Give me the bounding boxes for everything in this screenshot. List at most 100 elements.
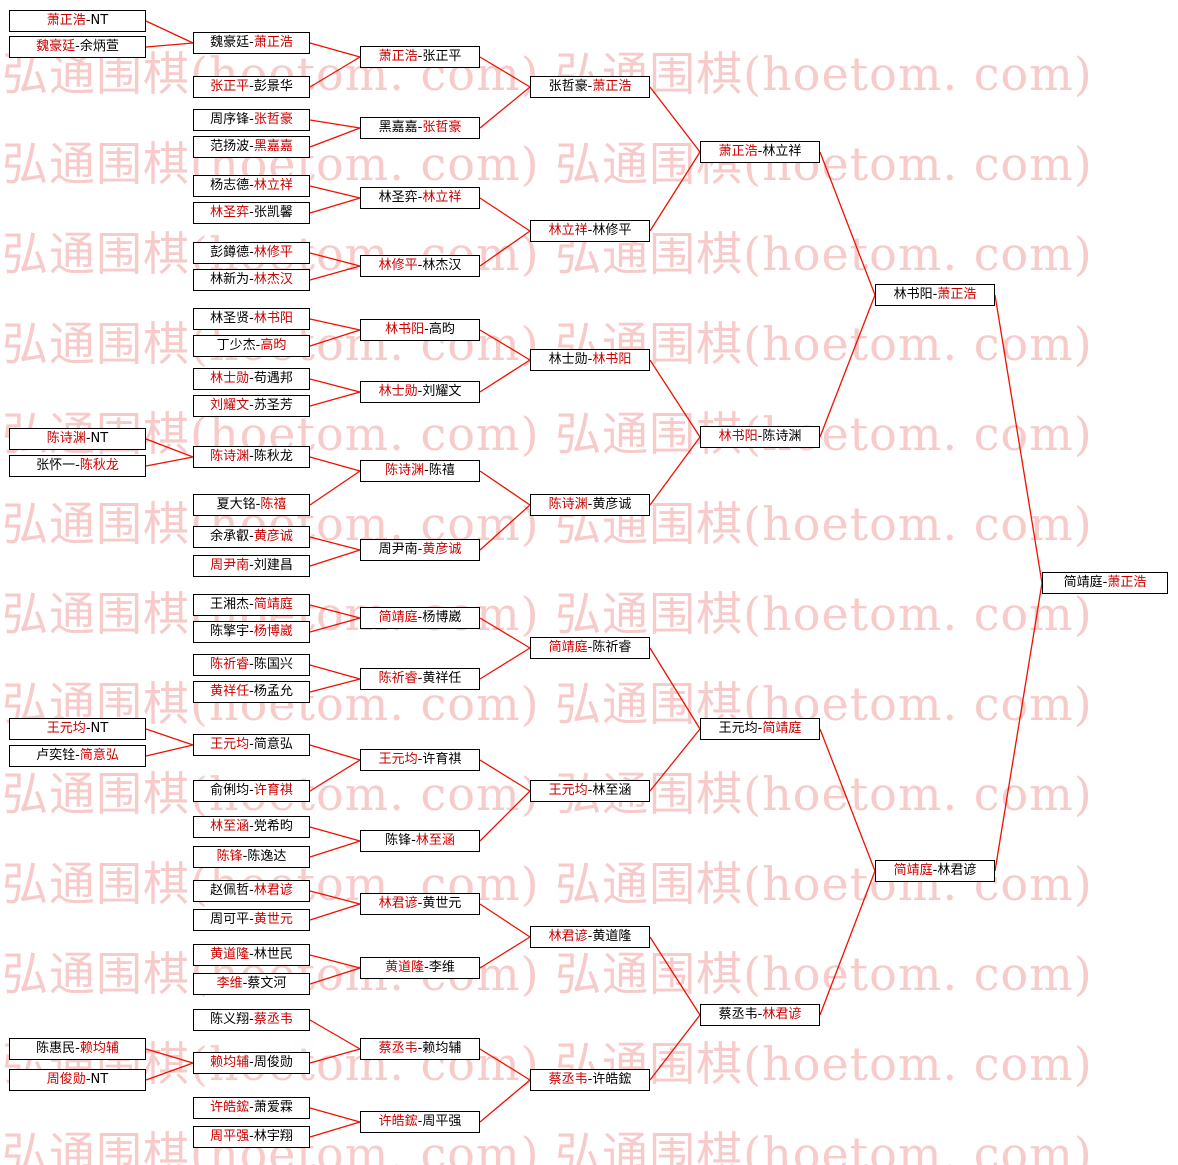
bracket-line — [309, 42, 361, 58]
match-box-b29[interactable]: 陈义翔-蔡丞韦 — [193, 1009, 310, 1031]
match-box-b18[interactable]: 陈擎宇-杨博崴 — [193, 621, 310, 643]
match-box-c12[interactable]: 陈锋-林至涵 — [360, 830, 480, 852]
vs-dash: - — [424, 322, 429, 337]
match-box-b30[interactable]: 赖均辅-周俊勋 — [193, 1052, 310, 1074]
match-box-b22[interactable]: 俞俐均-许育祺 — [193, 780, 310, 802]
match-box-c8[interactable]: 周尹南-黄彦诚 — [360, 539, 480, 561]
match-box-c13[interactable]: 林君谚-黄世元 — [360, 893, 480, 915]
match-box-c3[interactable]: 林圣弈-林立祥 — [360, 187, 480, 209]
match-box-b32[interactable]: 周平强-林宇翔 — [193, 1126, 310, 1148]
match-box-b23[interactable]: 林至涵-党希昀 — [193, 816, 310, 838]
bracket-line — [309, 1019, 361, 1050]
match-box-b15[interactable]: 余承叡-黄彦诚 — [193, 526, 310, 548]
match-box-b4[interactable]: 范扬波-黑嘉嘉 — [193, 136, 310, 158]
match-box-c15[interactable]: 蔡丞韦-赖均辅 — [360, 1038, 480, 1060]
player2-name: 陈国兴 — [253, 657, 293, 672]
match-box-b25[interactable]: 赵佩哲-林君谚 — [193, 880, 310, 902]
match-box-c16[interactable]: 许皓鋐-周平强 — [360, 1111, 480, 1133]
player2-name: 杨孟允 — [253, 684, 293, 699]
match-box-b12[interactable]: 刘耀文-苏圣芳 — [193, 395, 310, 417]
match-box-d3[interactable]: 林士勋-林书阳 — [530, 349, 650, 371]
match-box-b16[interactable]: 周尹南-刘建昌 — [193, 555, 310, 577]
match-box-b17[interactable]: 王湘杰-简靖庭 — [193, 594, 310, 616]
bracket-line — [309, 470, 361, 506]
vs-dash: - — [249, 449, 254, 464]
match-box-b7[interactable]: 彭鐏德-林修平 — [193, 242, 310, 264]
bracket-line — [309, 1121, 361, 1138]
match-box-b19[interactable]: 陈祈睿-陈国兴 — [193, 654, 310, 676]
match-box-c11[interactable]: 王元均-许育祺 — [360, 749, 480, 771]
match-box-d6[interactable]: 王元均-林至涵 — [530, 780, 650, 802]
match-box-e2[interactable]: 林书阳-陈诗渊 — [700, 426, 820, 448]
match-box-a4[interactable]: 张怀一-陈秋龙 — [9, 455, 146, 477]
player2-name: 杨博崴 — [422, 610, 462, 625]
match-box-b20[interactable]: 黄祥任-杨孟允 — [193, 681, 310, 703]
match-box-d4[interactable]: 陈诗渊-黄彦诚 — [530, 494, 650, 516]
match-box-g1[interactable]: 简靖庭-萧正浩 — [1042, 572, 1168, 594]
match-box-b2[interactable]: 张正平-彭景华 — [193, 76, 310, 98]
match-box-b24[interactable]: 陈锋-陈逸达 — [193, 846, 310, 868]
player2-name: 周平强 — [422, 1114, 462, 1129]
match-box-b3[interactable]: 周序锋-张哲豪 — [193, 109, 310, 131]
match-box-c5[interactable]: 林书阳-高昀 — [360, 319, 480, 341]
match-box-b10[interactable]: 丁少杰-高昀 — [193, 335, 310, 357]
match-box-a2[interactable]: 魏豪廷-余炳萱 — [9, 36, 146, 58]
bracket-line — [145, 744, 194, 757]
match-box-d5[interactable]: 简靖庭-陈祈睿 — [530, 637, 650, 659]
player2-name: 杨博崴 — [253, 624, 293, 639]
bracket-line — [479, 617, 531, 649]
player1-name: 丁少杰 — [216, 338, 256, 353]
vs-dash: - — [85, 1072, 91, 1087]
match-box-d1[interactable]: 张哲豪-萧正浩 — [530, 76, 650, 98]
vs-dash: - — [249, 245, 254, 260]
match-box-b13[interactable]: 陈诗渊-陈秋龙 — [193, 446, 310, 468]
match-box-b11[interactable]: 林士勋-苟遇邦 — [193, 368, 310, 390]
match-box-d7[interactable]: 林君谚-黄道隆 — [530, 926, 650, 948]
player2-name: 林修平 — [592, 223, 632, 238]
match-box-c10[interactable]: 陈祈睿-黄祥任 — [360, 668, 480, 690]
player1-name: 张正平 — [210, 79, 250, 94]
match-box-a5[interactable]: 王元均-NT — [9, 718, 146, 740]
match-box-c4[interactable]: 林修平-林杰汉 — [360, 255, 480, 277]
match-box-b9[interactable]: 林圣贤-林书阳 — [193, 308, 310, 330]
match-box-b8[interactable]: 林新为-林杰汉 — [193, 269, 310, 291]
watermark-text: 弘通围棋(hoetom. com) 弘通围棋(hoetom. com) — [2, 1127, 1093, 1165]
match-box-a3[interactable]: 陈诗渊-NT — [9, 428, 146, 450]
match-box-b1[interactable]: 魏豪廷-萧正浩 — [193, 32, 310, 54]
match-box-e4[interactable]: 蔡丞韦-林君谚 — [700, 1004, 820, 1026]
match-box-b14[interactable]: 夏大铭-陈禧 — [193, 494, 310, 516]
vs-dash: - — [249, 311, 254, 326]
match-box-b28[interactable]: 李维-蔡文河 — [193, 973, 310, 995]
bracket-line — [145, 438, 194, 458]
match-box-e1[interactable]: 萧正浩-林立祥 — [700, 141, 820, 163]
match-box-c2[interactable]: 黑嘉嘉-张哲豪 — [360, 117, 480, 139]
vs-dash: - — [417, 384, 423, 399]
match-box-c7[interactable]: 陈诗渊-陈禧 — [360, 460, 480, 482]
match-box-b27[interactable]: 黄道隆-林世民 — [193, 944, 310, 966]
match-box-c9[interactable]: 简靖庭-杨博崴 — [360, 607, 480, 629]
match-box-c14[interactable]: 黄道隆-李维 — [360, 957, 480, 979]
match-box-f2[interactable]: 简靖庭-林君谚 — [875, 860, 995, 882]
match-box-c1[interactable]: 萧正浩-张正平 — [360, 46, 480, 68]
bracket-line — [309, 56, 361, 88]
match-box-e3[interactable]: 王元均-简靖庭 — [700, 718, 820, 740]
match-box-a8[interactable]: 周俊勋-NT — [9, 1069, 146, 1091]
match-box-b26[interactable]: 周可平-黄世元 — [193, 909, 310, 931]
match-box-d8[interactable]: 蔡丞韦-许皓鋐 — [530, 1069, 650, 1091]
player1-name: 李维 — [216, 976, 243, 991]
match-box-a7[interactable]: 陈惠民-赖均辅 — [9, 1038, 146, 1060]
match-box-b31[interactable]: 许皓鋐-萧爱霖 — [193, 1097, 310, 1119]
match-box-f1[interactable]: 林书阳-萧正浩 — [875, 284, 995, 306]
bracket-line — [819, 728, 876, 872]
match-box-d2[interactable]: 林立祥-林修平 — [530, 220, 650, 242]
match-box-a6[interactable]: 卢奕铨-简意弘 — [9, 745, 146, 767]
match-box-b5[interactable]: 杨志德-林立祥 — [193, 175, 310, 197]
match-box-a1[interactable]: 萧正浩-NT — [9, 10, 146, 32]
match-box-b6[interactable]: 林圣弈-张凯馨 — [193, 202, 310, 224]
vs-dash: - — [242, 976, 248, 991]
player1-name: 王元均 — [210, 737, 250, 752]
player2-name: 林杰汉 — [422, 258, 462, 273]
match-box-c6[interactable]: 林士勋-刘耀文 — [360, 381, 480, 403]
match-box-b21[interactable]: 王元均-简意弘 — [193, 734, 310, 756]
